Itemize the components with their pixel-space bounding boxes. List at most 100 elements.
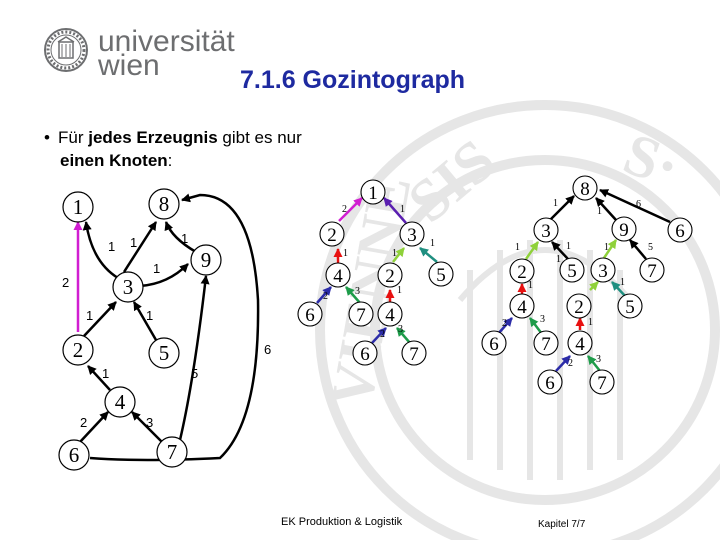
svg-text:5: 5 (567, 261, 577, 282)
node-label: 6 (69, 443, 80, 467)
main-graph (78, 195, 258, 460)
tree-8-node: 6 (482, 331, 506, 355)
weight-label: 2 (342, 204, 347, 215)
node-6: 6 (59, 440, 89, 470)
weight-label: 3 (540, 314, 545, 325)
svg-text:6: 6 (675, 221, 685, 242)
edge-3-9 (140, 264, 188, 286)
weight-label: 5 (191, 366, 198, 381)
weight-label: 3 (596, 354, 601, 365)
weight-label: 1 (553, 198, 558, 209)
tree-8-node: 4 (568, 331, 592, 355)
weight-label: 2 (380, 329, 385, 340)
tree-8-node: 4 (510, 294, 534, 318)
weight-label: 2 (323, 291, 328, 302)
node-label: 9 (201, 248, 212, 272)
weight-label: 2 (502, 318, 507, 329)
tree-8-node: 7 (590, 370, 614, 394)
tree-8-nodes: 8 3 9 6 2 5 3 7 4 2 5 6 7 4 6 7 (482, 176, 692, 394)
tree-8-node: 2 (510, 259, 534, 283)
weight-label: 3 (146, 415, 153, 430)
main-graph-weights: 2 1 1 1 1 1 1 6 5 1 2 3 (62, 231, 271, 430)
tree-8-node: 7 (640, 258, 664, 282)
footer-chapter: Kapitel 7/7 (538, 519, 585, 530)
tree-8-node: 2 (567, 294, 591, 318)
node-3: 3 (113, 272, 143, 302)
node-label: 5 (159, 341, 170, 365)
tree-1-node: 5 (429, 262, 453, 286)
tree-1-node: 6 (298, 302, 322, 326)
node-label: 1 (73, 195, 84, 219)
weight-label: 1 (515, 242, 520, 253)
tree-8-node: 3 (591, 258, 615, 282)
weight-label: 6 (264, 342, 271, 357)
weight-label: 1 (130, 235, 137, 250)
svg-text:4: 4 (517, 297, 527, 318)
tree-1-node: 6 (353, 341, 377, 365)
weight-label: 1 (392, 248, 397, 259)
weight-label: 5 (648, 242, 653, 253)
tree-8-node: 3 (534, 218, 558, 242)
svg-text:7: 7 (597, 373, 607, 394)
weight-label: 1 (146, 308, 153, 323)
node-9: 9 (191, 245, 221, 275)
node-label: 8 (159, 192, 170, 216)
weight-label: 1 (153, 261, 160, 276)
node-label: 3 (123, 275, 134, 299)
weight-label: 1 (86, 308, 93, 323)
weight-label: 2 (80, 415, 87, 430)
weight-label: 1 (102, 366, 109, 381)
svg-text:3: 3 (407, 225, 417, 246)
svg-text:7: 7 (647, 261, 657, 282)
weight-label: 2 (568, 358, 573, 369)
edge-7-9 (180, 276, 206, 440)
tree-1-node: 7 (402, 341, 426, 365)
node-8: 8 (149, 189, 179, 219)
node-4: 4 (105, 387, 135, 417)
edge-3-8 (124, 222, 156, 272)
svg-text:6: 6 (305, 305, 315, 326)
weight-label: 1 (108, 239, 115, 254)
weight-label: 1 (397, 285, 402, 296)
footer-course-name: EK Produktion & Logistik (281, 516, 402, 528)
weight-label: 3 (398, 324, 403, 335)
weight-label: 1 (566, 241, 571, 252)
weight-label: 1 (528, 280, 533, 291)
svg-text:7: 7 (541, 334, 551, 355)
tree-8-node: 9 (612, 217, 636, 241)
tree-1-node: 7 (349, 302, 373, 326)
svg-text:6: 6 (489, 334, 499, 355)
weight-label: 1 (556, 254, 561, 265)
weight-label: 6 (636, 199, 641, 210)
node-1: 1 (63, 192, 93, 222)
svg-text:1: 1 (368, 183, 378, 204)
node-5: 5 (149, 338, 179, 368)
weight-label: 3 (355, 286, 360, 297)
node-label: 4 (115, 390, 126, 414)
weight-label: 1 (430, 238, 435, 249)
svg-text:6: 6 (545, 373, 555, 394)
weight-label: 2 (62, 275, 69, 290)
tree-8-node: 5 (618, 294, 642, 318)
weight-label: 1 (604, 242, 609, 253)
node-7: 7 (157, 437, 187, 467)
svg-text:9: 9 (619, 220, 629, 241)
weight-label: 1 (400, 204, 405, 215)
svg-text:4: 4 (575, 334, 585, 355)
svg-text:4: 4 (333, 266, 343, 287)
node-2: 2 (63, 335, 93, 365)
tree-8-node: 8 (573, 176, 597, 200)
svg-text:3: 3 (598, 261, 608, 282)
weight-label: 1 (597, 206, 602, 217)
svg-text:5: 5 (625, 297, 635, 318)
tree-1-node: 2 (378, 263, 402, 287)
tree-1-node: 1 (361, 180, 385, 204)
tree-1-node: 4 (378, 302, 402, 326)
tree-8-node: 6 (668, 218, 692, 242)
tree-8-node: 5 (560, 258, 584, 282)
tree-1-nodes: 1 2 3 4 2 5 6 7 4 6 7 (298, 180, 453, 365)
svg-text:2: 2 (327, 225, 337, 246)
node-label: 2 (73, 338, 84, 362)
svg-text:2: 2 (574, 297, 584, 318)
